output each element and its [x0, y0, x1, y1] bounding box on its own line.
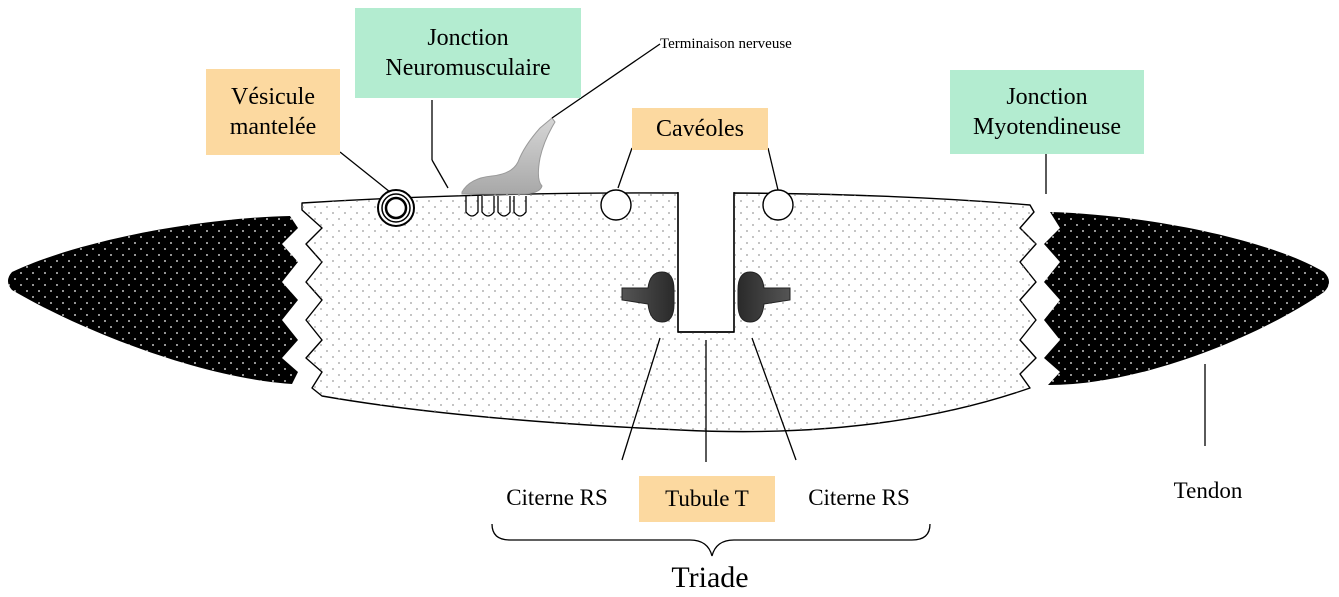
label-citerne-rs-left: Citerne RS [506, 484, 608, 510]
junctional-folds [465, 196, 527, 217]
t-tubule [679, 186, 733, 331]
sr-cistern-right [737, 271, 791, 323]
label-terminaison-nerveuse: Terminaison nerveuse [660, 35, 792, 52]
label-jonction-myotendineuse: Jonction Myotendineuse [950, 70, 1144, 154]
tendon-right [1044, 212, 1329, 385]
label-caveoles: Cavéoles [632, 108, 768, 150]
caveola-right [762, 189, 794, 221]
label-vesicule-mantelee: Vésicule mantelée [206, 69, 340, 155]
caveola-left [600, 189, 632, 221]
sr-cistern-left [621, 271, 675, 323]
label-triade: Triade [671, 561, 749, 595]
label-tendon: Tendon [1173, 477, 1243, 503]
label-citerne-rs-right: Citerne RS [808, 484, 910, 510]
coated-vesicle [377, 189, 415, 227]
nerve-terminal [461, 117, 556, 195]
tendon-left [8, 216, 298, 384]
leader-lines [339, 43, 1206, 557]
label-tubule-t: Tubule T [639, 476, 775, 522]
label-jonction-neuromusculaire: Jonction Neuromusculaire [355, 8, 581, 98]
